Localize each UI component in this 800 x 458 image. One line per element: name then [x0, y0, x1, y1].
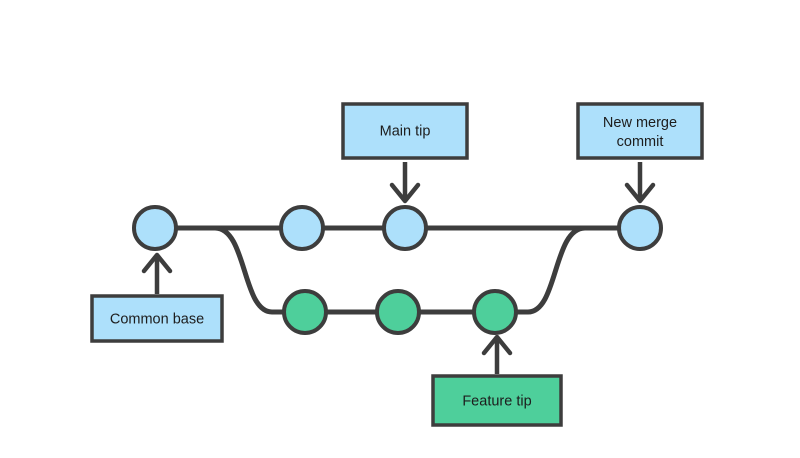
feature-tip-label: Feature tip [462, 393, 531, 409]
arrow-down-icon [389, 182, 421, 204]
arrow-up-icon [141, 252, 173, 274]
new-merge-commit-box[interactable] [576, 102, 704, 160]
commit-node-feat-tip[interactable] [472, 289, 518, 335]
commit-node-feat-c2[interactable] [375, 289, 421, 335]
callout-main-tip[interactable]: Main tip [341, 102, 469, 204]
feature-tip-box[interactable] [431, 374, 563, 427]
callout-new-merge-commit[interactable]: New merge commit [576, 102, 704, 204]
feature-branch-commits [282, 289, 518, 335]
arrow-down-icon [624, 182, 656, 204]
commit-node-main-tip[interactable] [382, 205, 428, 251]
main-branch-commits [132, 205, 663, 251]
commit-node-merge-commit[interactable] [617, 205, 663, 251]
main-tip-label: Main tip [380, 123, 431, 139]
callout-feature-tip[interactable]: Feature tip [431, 334, 563, 427]
common-base-label: Common base [110, 311, 204, 327]
callout-common-base[interactable]: Common base [90, 252, 224, 343]
commit-node-main-c2[interactable] [279, 205, 325, 251]
commit-node-feat-c1[interactable] [282, 289, 328, 335]
common-base-box[interactable] [90, 294, 224, 343]
arrow-up-icon [481, 334, 513, 356]
edge-merge-in-curve [507, 225, 623, 315]
main-tip-box[interactable] [341, 102, 469, 160]
new-merge-commit-label-line2: commit [617, 134, 664, 150]
new-merge-commit-label-line1: New merge [603, 115, 677, 131]
edge-branch-off-curve [175, 225, 293, 315]
commit-node-main-base[interactable] [132, 205, 178, 251]
